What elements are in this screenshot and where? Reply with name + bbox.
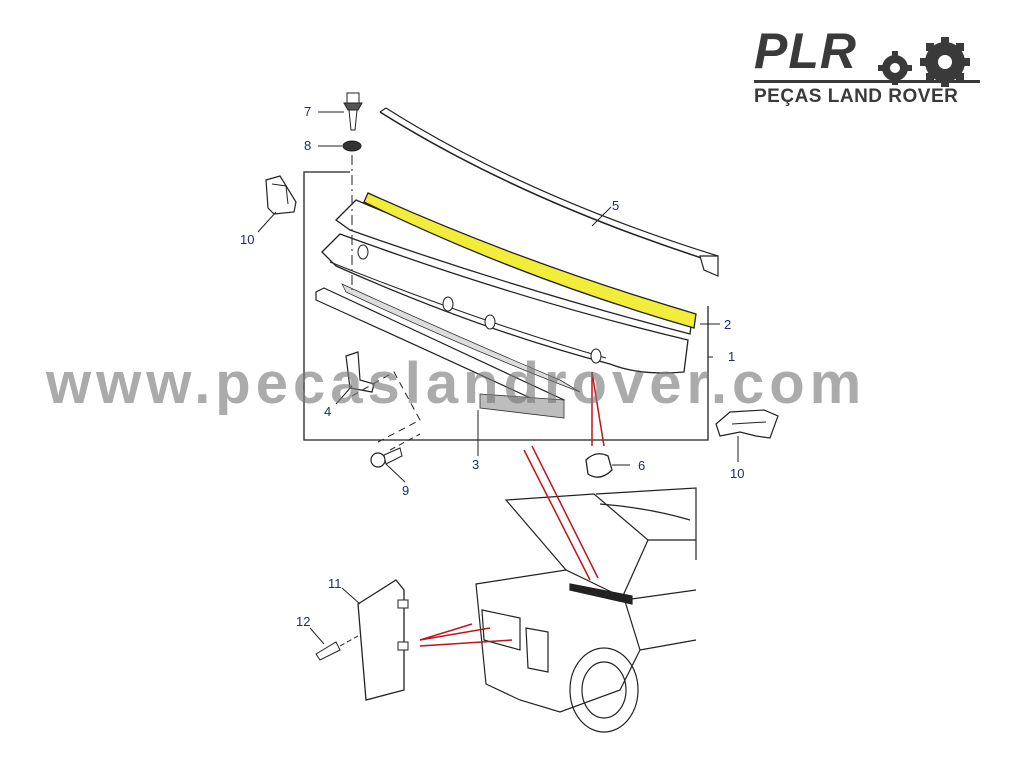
fastener-part-7 (343, 92, 363, 131)
callout-9: 9 (402, 483, 410, 498)
cowl-hole (590, 348, 602, 364)
callout-6: 6 (638, 458, 646, 473)
callout-8: 8 (304, 138, 312, 153)
watermark-url: www.pecaslandrover.com (46, 351, 867, 416)
panel-part-11 (357, 579, 409, 701)
logo-divider (754, 80, 980, 83)
grommet-part-6 (585, 453, 613, 478)
brand-logo-text: PLR (754, 23, 857, 79)
callout-12: 12 (296, 614, 311, 629)
cowl-hole (357, 244, 369, 260)
cowl-hole (484, 314, 496, 330)
leader-lines (257, 111, 739, 645)
brand-tagline: PEÇAS LAND ROVER (754, 86, 959, 107)
cowl-panel-part-1 (321, 199, 693, 374)
push-clip-part-12 (315, 635, 359, 661)
cowl-hole (442, 296, 454, 312)
callout-11: 11 (328, 576, 342, 591)
end-cap-part-10-right (715, 409, 779, 439)
callout-7: 7 (304, 104, 312, 119)
callout-4: 4 (324, 404, 332, 419)
seal-strip-part-5 (379, 107, 719, 277)
callout-5: 5 (612, 198, 620, 213)
callout-10-right: 10 (730, 466, 745, 481)
foam-strip-part-3 (315, 283, 581, 419)
end-cap-part-10-left (265, 175, 297, 215)
assembly-frame (303, 171, 709, 441)
vehicle-illustration (475, 487, 697, 733)
washer-part-8 (342, 140, 362, 152)
callout-3: 3 (472, 457, 480, 472)
bolt-part-9 (370, 433, 421, 468)
callout-1: 1 (728, 349, 736, 364)
callout-10-left: 10 (240, 232, 255, 247)
highlighted-seal-part-2 (363, 192, 697, 329)
red-leader-lines (419, 371, 605, 647)
callout-2: 2 (724, 317, 732, 332)
